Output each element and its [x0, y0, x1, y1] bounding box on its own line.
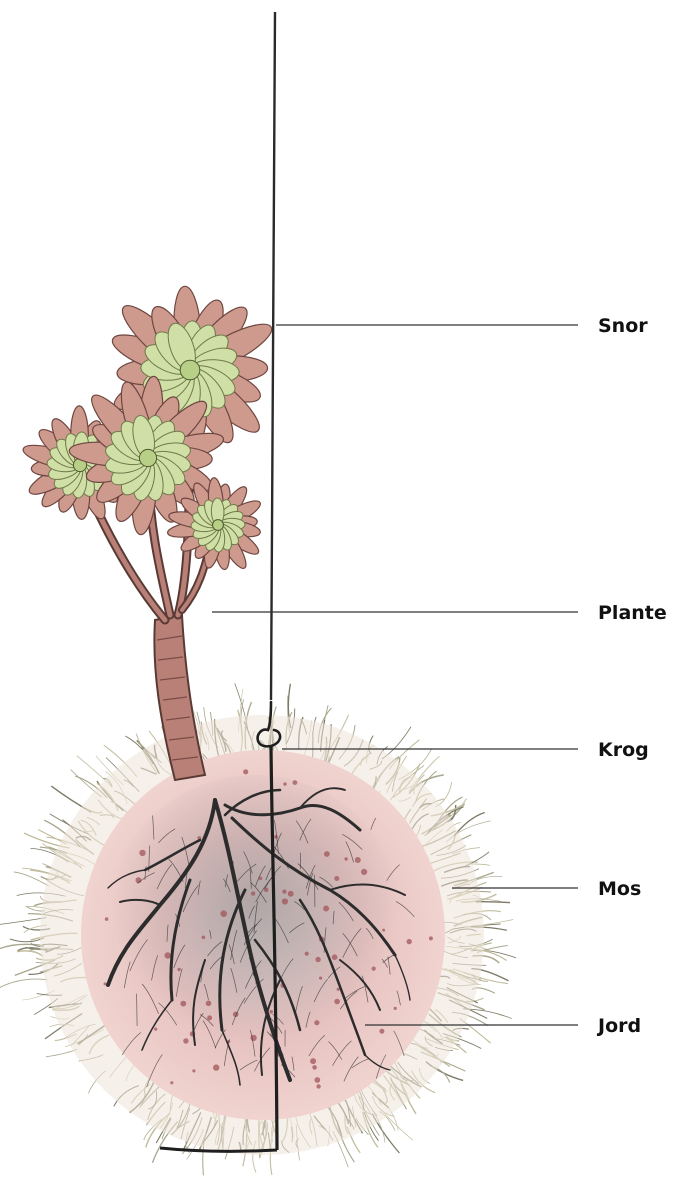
rosette-center	[139, 449, 156, 466]
moss-fiber	[46, 1049, 77, 1057]
soil-dot	[312, 1065, 317, 1070]
soil-dot	[355, 857, 361, 863]
soil-dot	[282, 890, 286, 894]
soil-dot	[344, 857, 347, 860]
label-plante: Plante	[598, 602, 667, 624]
soil-dot	[154, 1028, 157, 1031]
soil-dot	[314, 1020, 319, 1025]
label-krog: Krog	[598, 739, 649, 761]
soil-dot	[282, 898, 288, 904]
soil-dot	[177, 968, 180, 971]
moss-ball	[0, 683, 516, 1175]
soil-dot	[220, 910, 227, 917]
plant	[21, 285, 277, 780]
soil-dot	[324, 851, 330, 857]
soil-dot	[139, 850, 145, 856]
label-snor: Snor	[598, 315, 648, 337]
soil-dot	[314, 1077, 320, 1083]
soil-dot	[180, 1001, 186, 1007]
rosette-center	[180, 360, 200, 380]
soil-dot	[165, 952, 171, 958]
soil-dot	[334, 999, 340, 1005]
soil-dot	[334, 876, 339, 881]
moss-fiber	[0, 979, 47, 988]
soil-dot	[170, 1081, 173, 1084]
soil-dot	[315, 957, 320, 962]
soil-dot	[361, 869, 367, 875]
moss-fiber	[0, 918, 46, 925]
soil-dot	[293, 780, 298, 785]
soil-dot	[288, 891, 294, 897]
soil-dot	[206, 1001, 212, 1007]
soil-dot	[305, 952, 309, 956]
root-hair	[137, 994, 138, 1026]
soil-dot	[310, 1058, 316, 1064]
label-jord: Jord	[596, 1015, 641, 1037]
soil-dot	[105, 917, 109, 921]
soil-dot	[274, 835, 278, 839]
soil-dot	[407, 939, 412, 944]
soil-dot	[319, 977, 322, 980]
soil-dot	[243, 769, 248, 774]
soil-dot	[264, 888, 269, 893]
soil-dot	[269, 1010, 273, 1014]
soil-dot	[183, 1038, 188, 1043]
soil-dot	[379, 1029, 384, 1034]
soil-dot	[202, 936, 206, 940]
soil-dot	[382, 929, 385, 932]
soil-dot	[213, 1064, 219, 1070]
label-mos: Mos	[598, 878, 641, 900]
soil-dot	[372, 967, 376, 971]
soil-dot	[332, 954, 338, 960]
soil-dot	[394, 1007, 397, 1010]
soil-dot	[316, 1084, 320, 1088]
moss-fiber	[14, 872, 49, 886]
soil-dot	[192, 1069, 195, 1072]
soil-dot	[323, 906, 329, 912]
soil-dot	[283, 782, 286, 785]
soil-dot	[429, 936, 433, 940]
soil-dot	[207, 1015, 212, 1020]
moss-fiber	[17, 951, 43, 956]
soil-dot	[251, 891, 255, 895]
rosette-center	[213, 520, 224, 531]
